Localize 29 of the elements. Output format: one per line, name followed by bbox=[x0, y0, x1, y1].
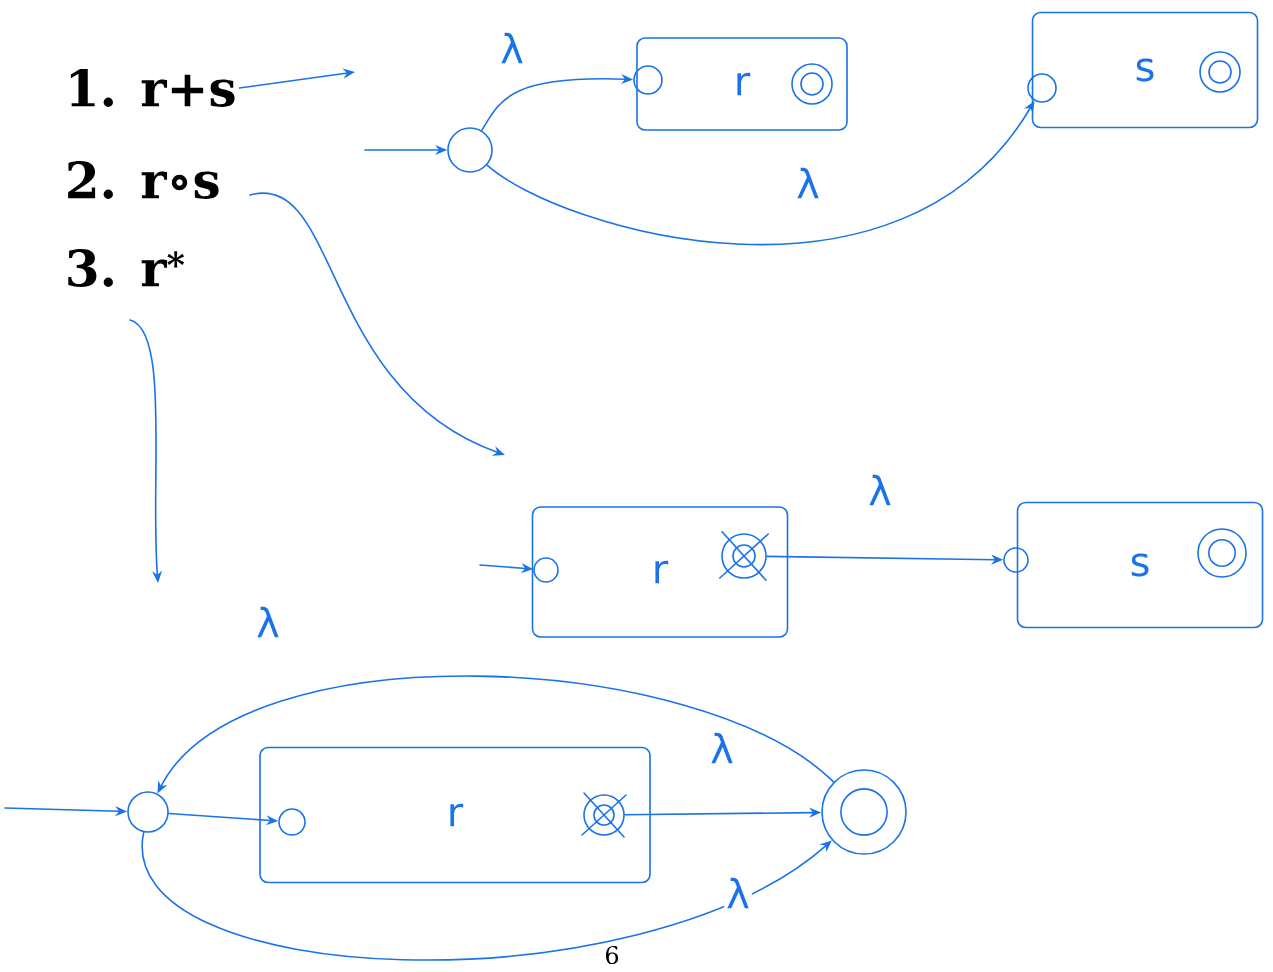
edge-label: λ bbox=[498, 30, 526, 66]
page-number: 6 bbox=[603, 944, 621, 966]
edge-label: λ bbox=[866, 472, 894, 508]
automaton-box: r bbox=[259, 746, 651, 884]
state-circle bbox=[533, 557, 559, 583]
arrow bbox=[142, 831, 832, 961]
state-circle bbox=[633, 65, 663, 95]
state-circle bbox=[278, 808, 306, 836]
state-circle bbox=[1003, 547, 1029, 573]
state-circle bbox=[127, 791, 169, 833]
edge-label: λ bbox=[794, 165, 822, 201]
automaton-box: s bbox=[1016, 501, 1264, 629]
automaton-box: r bbox=[531, 506, 789, 638]
edge-label: λ bbox=[724, 875, 752, 911]
expression-text: 3. r$^{*}$ bbox=[68, 249, 185, 287]
automaton-box: r bbox=[636, 37, 848, 131]
accept-state bbox=[821, 769, 907, 855]
state-circle bbox=[1027, 73, 1057, 103]
accept-state bbox=[1199, 51, 1241, 93]
crossed-state bbox=[719, 531, 769, 581]
expression-text: 1. r+s bbox=[70, 69, 235, 107]
crossed-state bbox=[581, 792, 627, 838]
edge-label: λ bbox=[708, 730, 736, 766]
expression-text: 2. r∘s bbox=[68, 161, 219, 199]
accept-state bbox=[1197, 528, 1247, 578]
accept-state bbox=[791, 63, 833, 105]
automaton-box: s bbox=[1031, 11, 1259, 129]
state-circle bbox=[447, 127, 493, 173]
edge-label: λ bbox=[254, 604, 282, 640]
